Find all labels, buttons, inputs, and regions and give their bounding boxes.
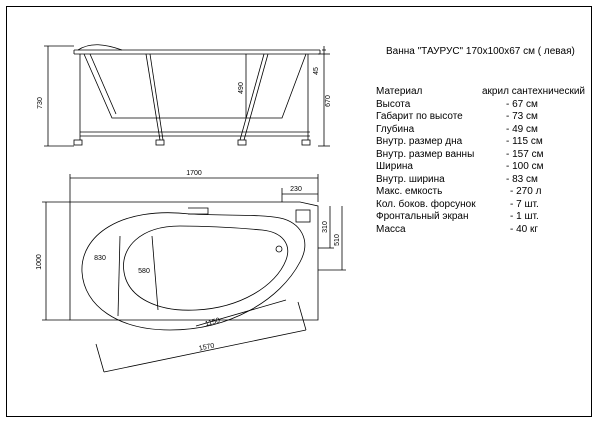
spec-row-capacity: Макс. емкость - 270 л xyxy=(376,186,596,199)
spec-value: - 100 см xyxy=(506,161,544,172)
spec-label: Ширина xyxy=(376,161,413,172)
dim-inner-length: 1570 xyxy=(198,342,215,352)
spec-label: Материал xyxy=(376,86,423,97)
spec-label: Макс. емкость xyxy=(376,186,443,197)
spec-value: - 73 см xyxy=(506,111,538,122)
spec-value: - 7 шт. xyxy=(510,198,539,210)
spec-label: Габарит по высоте xyxy=(376,111,463,122)
spec-row-inner-width: Внутр. ширина - 83 см xyxy=(376,174,596,187)
spec-row-depth: Глубина - 49 см xyxy=(376,124,596,137)
spec-value: акрил сантехнический xyxy=(482,86,586,97)
spec-label: Масса xyxy=(376,223,406,235)
spec-value: - 115 см xyxy=(506,136,543,147)
drawing-frame xyxy=(6,6,592,417)
dim-width: 1000 xyxy=(36,254,43,270)
spec-label: Глубина xyxy=(376,123,415,135)
spec-list: Материал акрил сантехнический Высота - 6… xyxy=(376,86,596,236)
spec-value: - 40 кг xyxy=(510,223,539,235)
spec-row-front-panel: Фронтальный экран - 1 шт. xyxy=(376,211,596,224)
spec-value: - 67 см xyxy=(506,98,538,110)
dim-right-full: 510 xyxy=(334,234,341,246)
spec-label: Фронтальный экран xyxy=(376,211,469,222)
product-title: Ванна "ТАУРУС" 170х100х67 см ( левая) xyxy=(386,46,575,57)
spec-label: Внутр. размер дна xyxy=(376,136,463,147)
dim-bottom-depth: 580 xyxy=(138,268,150,275)
spec-value: - 1 шт. xyxy=(510,211,539,222)
spec-row-height: Высота - 67 см xyxy=(376,99,596,112)
dim-side-height: 730 xyxy=(37,97,44,109)
spec-label: Внутр. ширина xyxy=(376,173,445,185)
spec-label: Кол. боков. форсунок xyxy=(376,198,476,210)
spec-value: - 49 см xyxy=(506,123,538,135)
spec-value: - 83 см xyxy=(506,173,538,185)
side-view xyxy=(44,44,330,147)
spec-row-bottom-size: Внутр. размер дна - 115 см xyxy=(376,136,596,149)
dim-corner-width: 230 xyxy=(290,186,302,193)
spec-row-overall-height: Габарит по высоте - 73 см xyxy=(376,111,596,124)
spec-row-width: Ширина - 100 см xyxy=(376,161,596,174)
spec-row-jets: Кол. боков. форсунок - 7 шт. xyxy=(376,199,596,212)
spec-value: - 270 л xyxy=(510,186,542,197)
spec-label: Высота xyxy=(376,98,411,110)
dim-side-body: 670 xyxy=(325,95,332,107)
dim-bottom-length: 1150 xyxy=(204,317,221,328)
dim-inner-width: 830 xyxy=(94,255,106,262)
dim-right-upper: 310 xyxy=(322,221,329,233)
spec-row-weight: Масса - 40 кг xyxy=(376,224,596,237)
spec-row-material: Материал акрил сантехнический xyxy=(376,86,596,99)
dim-length: 1700 xyxy=(186,170,202,177)
spec-row-inner-size: Внутр. размер ванны - 157 см xyxy=(376,149,596,162)
top-view xyxy=(42,174,346,373)
dim-side-depth: 490 xyxy=(238,82,245,94)
spec-value: - 157 см xyxy=(506,148,544,160)
spec-label: Внутр. размер ванны xyxy=(376,148,475,160)
dim-side-rim: 45 xyxy=(313,67,320,75)
